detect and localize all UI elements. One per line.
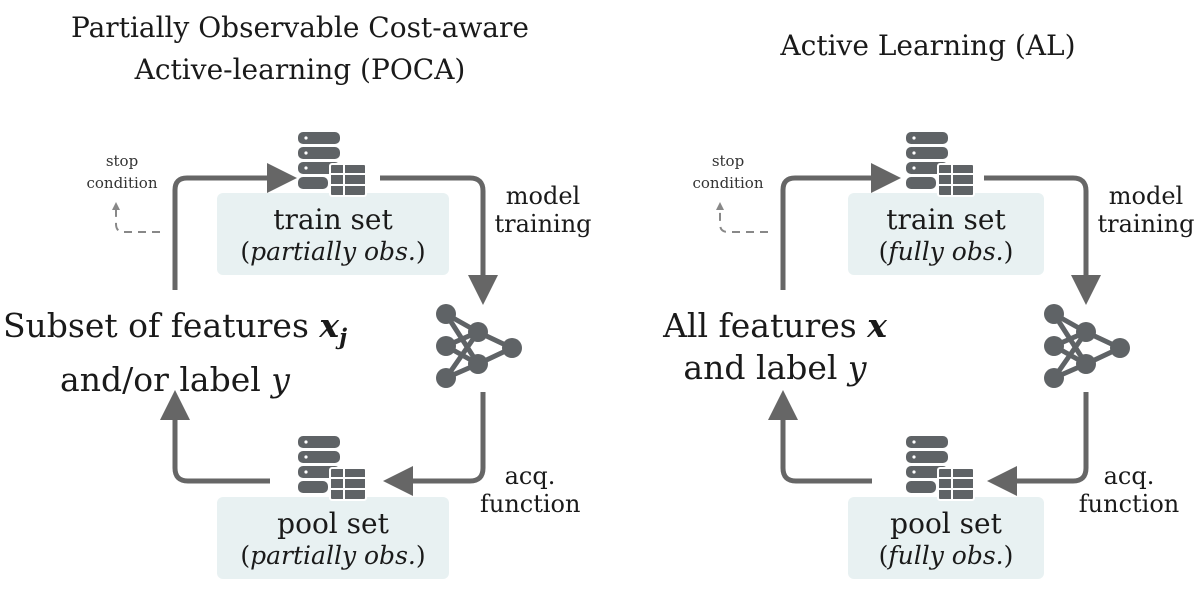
stop-condition-label: stop condition <box>86 152 158 192</box>
database-icon <box>298 132 367 197</box>
pool-set-observability: (partially obs.) <box>240 541 426 570</box>
acq-function-label: acq. function <box>1078 462 1180 518</box>
pool-set-observability: (fully obs.) <box>878 541 1014 570</box>
train-set-observability: (fully obs.) <box>878 237 1014 266</box>
table-icon <box>937 163 975 197</box>
table-icon <box>937 467 975 501</box>
pool-set-name: pool set <box>890 507 1002 540</box>
database-icon <box>906 436 975 501</box>
arrow-to-train-set <box>780 163 901 290</box>
model-training-label: model training <box>1097 182 1195 238</box>
arrow-to-model <box>380 175 498 305</box>
train-set-name: train set <box>273 203 393 236</box>
features-label: Subset of features xj and/or label y <box>0 305 350 401</box>
stop-condition-arrow <box>716 202 768 233</box>
train-set-observability: (partially obs.) <box>240 237 426 266</box>
database-icon <box>906 132 975 197</box>
features-label: All features x and label y <box>630 305 920 389</box>
arrow-to-features <box>160 390 270 484</box>
features-line2: and label y <box>683 348 867 387</box>
arrow-to-train-set <box>172 163 297 290</box>
al-title: Active Learning (AL) <box>780 29 1076 62</box>
train-set-name: train set <box>886 203 1006 236</box>
table-icon <box>329 163 367 197</box>
database-icon <box>298 436 367 501</box>
pool-set-box: pool set (fully obs.) <box>848 497 1044 579</box>
pool-set-box: pool set (partially obs.) <box>217 497 449 579</box>
train-set-box: train set (fully obs.) <box>848 193 1044 275</box>
arrow-to-features <box>768 390 872 484</box>
pool-set-name: pool set <box>277 507 389 540</box>
neural-network-icon <box>1044 304 1130 388</box>
arrow-to-pool-set <box>987 392 1089 496</box>
arrow-to-model <box>984 175 1101 305</box>
train-set-box: train set (partially obs.) <box>217 193 449 275</box>
neural-network-icon <box>436 304 522 388</box>
poca-title-line2: Active-learning (POCA) <box>134 53 466 86</box>
table-icon <box>329 467 367 501</box>
stop-condition-label: stop condition <box>692 152 764 192</box>
poca-panel: Partially Observable Cost-aware Active-l… <box>0 11 592 579</box>
features-line2: and/or label y <box>60 359 290 399</box>
features-line1: All features x <box>663 306 887 345</box>
poca-cycle-arrows <box>112 163 498 496</box>
model-training-label: model training <box>494 182 592 238</box>
acq-function-label: acq. function <box>480 462 581 518</box>
stop-condition-arrow <box>112 202 160 233</box>
al-panel: Active Learning (AL) stop condition trai… <box>600 0 1200 591</box>
al-cycle-arrows <box>716 163 1101 496</box>
features-line1: Subset of features xj <box>2 306 348 351</box>
arrow-to-pool-set <box>383 392 486 496</box>
poca-title-line1: Partially Observable Cost-aware <box>71 11 529 44</box>
